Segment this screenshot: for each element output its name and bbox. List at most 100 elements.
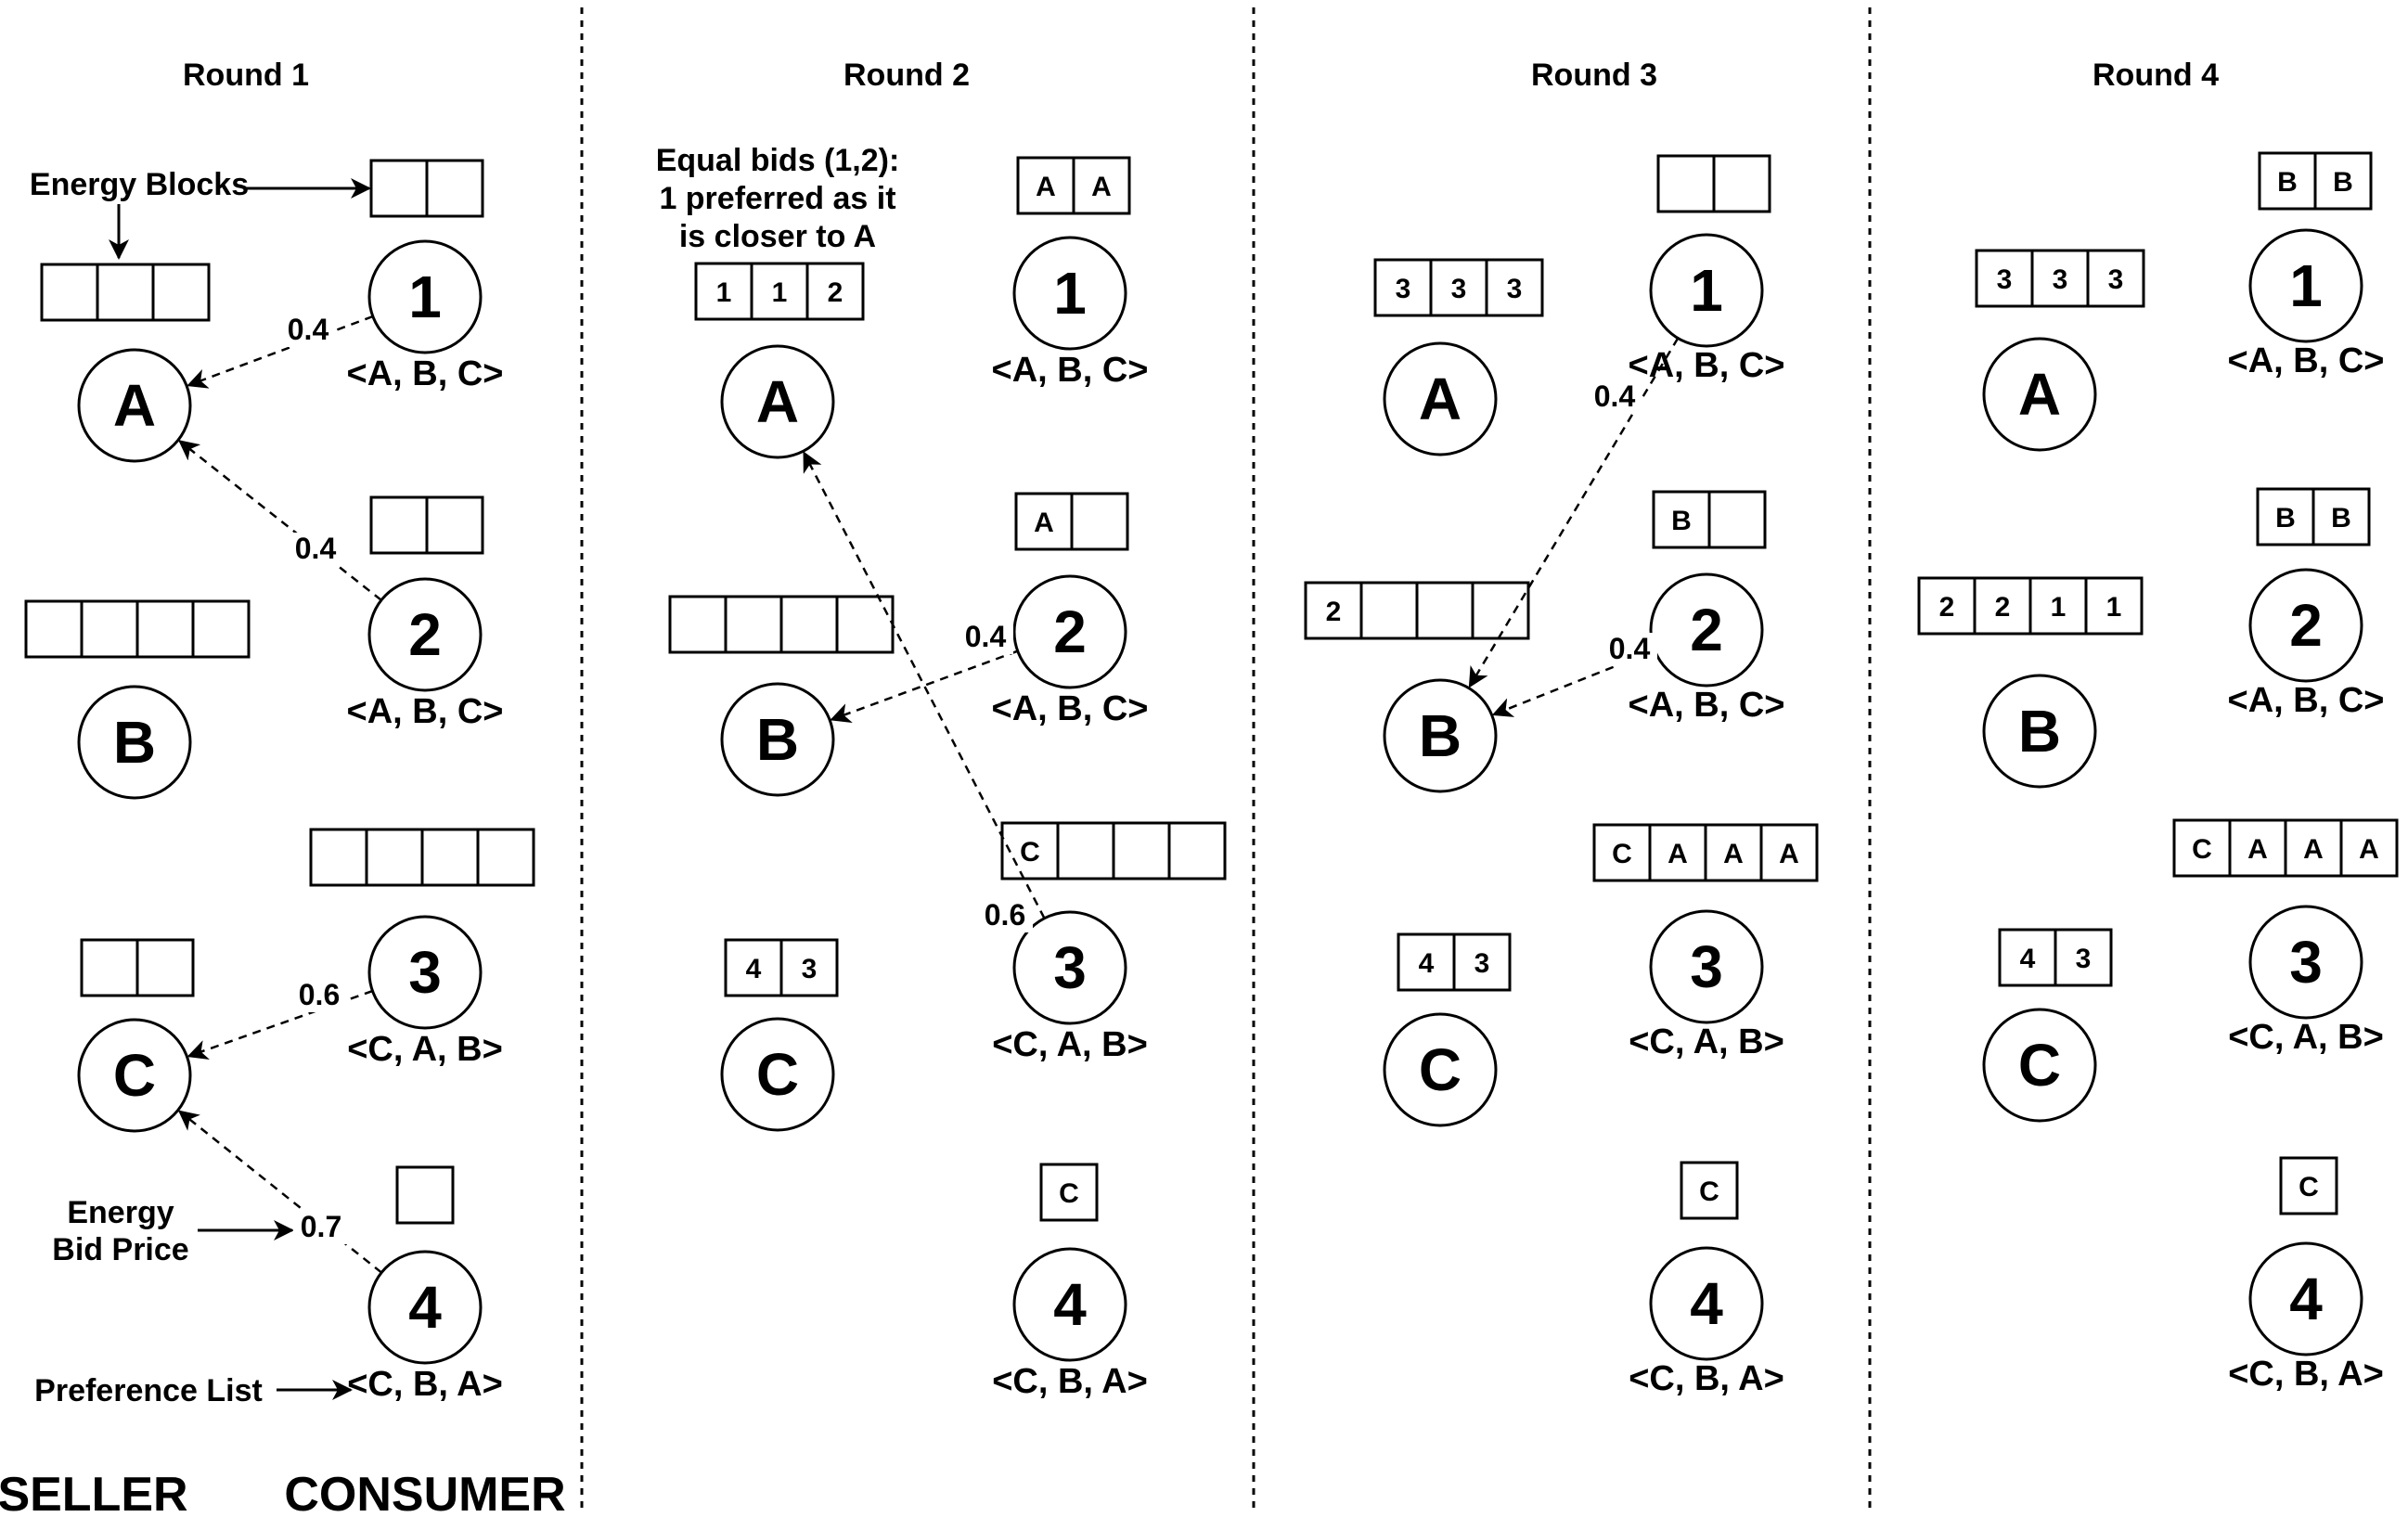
energy-block-label: A — [1779, 839, 1799, 869]
seller-node-b: B — [1982, 674, 2097, 789]
bid-price-bg — [1602, 633, 1657, 666]
consumer-node-2-label: 2 — [2289, 592, 2323, 659]
consumer-blocks-3: C — [1000, 821, 1227, 881]
energy-block-label: A — [1668, 839, 1688, 869]
seller-node-a: A — [720, 344, 835, 459]
energy-block — [1016, 156, 1075, 215]
preference-list-3: <C, A, B> — [1629, 1022, 1784, 1061]
energy-block-label: 4 — [1419, 948, 1435, 979]
consumer-node-1-label: 1 — [1690, 257, 1723, 324]
energy-block — [1680, 1161, 1739, 1220]
seller-node-a-circle — [77, 348, 192, 463]
consumer-node-4-label: 4 — [2289, 1266, 2323, 1332]
consumer-node-1: 1 — [367, 239, 483, 354]
energy-block — [425, 495, 484, 555]
energy-block — [1485, 258, 1544, 317]
consumer-node-3-label: 3 — [408, 939, 442, 1006]
energy-block — [805, 262, 865, 321]
energy-block-label: C — [1059, 1178, 1079, 1209]
bid-arrow — [178, 440, 382, 601]
consumer-node-1-circle — [1649, 233, 1764, 348]
consumer-blocks-2 — [369, 495, 484, 555]
consumer-node-2-circle — [2248, 568, 2363, 683]
consumer-node-4-circle — [2248, 1241, 2363, 1356]
energy-block — [2030, 249, 2090, 308]
energy-block — [1070, 492, 1129, 551]
round-title: Round 3 — [1531, 58, 1657, 93]
energy-block — [2339, 818, 2399, 878]
energy-block-label: 3 — [802, 954, 818, 984]
annotation-preference-list: Preference List — [34, 1373, 353, 1408]
energy-block — [1656, 154, 1716, 213]
energy-block-label: 3 — [1474, 948, 1490, 979]
consumer-node-3-circle — [367, 915, 483, 1030]
bid-arrow — [830, 649, 1019, 723]
energy-block — [1415, 581, 1474, 640]
energy-block-label: B — [2331, 503, 2351, 534]
energy-block-label: A — [1723, 839, 1744, 869]
seller-node-c-label: C — [113, 1042, 156, 1109]
preference-list-4: <C, B, A> — [347, 1365, 503, 1404]
seller-node-a-circle — [1982, 337, 2097, 452]
preference-list-1: <A, B, C> — [347, 354, 504, 393]
consumer-node-1-label: 1 — [1053, 260, 1087, 327]
energy-block-label: C — [1612, 839, 1632, 869]
bid-price: 0.4 — [295, 532, 337, 565]
energy-block-label: A — [2247, 834, 2268, 865]
bid-arrow — [1468, 337, 1680, 688]
bid-price: 0.4 — [1594, 379, 1636, 413]
energy-block-label: C — [2192, 834, 2212, 865]
preference-list-1: <A, B, C> — [992, 351, 1149, 390]
energy-block — [135, 599, 195, 659]
bid-price: 0.4 — [1609, 632, 1651, 665]
seller-node-b-circle — [1982, 674, 2097, 789]
energy-block-label: 3 — [1451, 274, 1467, 304]
energy-block — [1072, 156, 1131, 215]
seller-node-c: C — [1982, 1008, 2097, 1123]
round-2-note-line-3: is closer to A — [679, 219, 876, 254]
consumer-node-3-circle — [1012, 910, 1127, 1025]
seller-node-b: B — [77, 685, 192, 800]
energy-block — [2086, 249, 2145, 308]
consumer-node-1: 1 — [2248, 228, 2363, 343]
seller-node-c-circle — [720, 1017, 835, 1132]
energy-block — [1167, 821, 1227, 881]
energy-block — [420, 828, 480, 887]
consumer-node-3: 3 — [1649, 909, 1764, 1024]
energy-block — [2028, 576, 2088, 636]
round-2-note: Equal bids (1,2): 1 preferred as it is c… — [656, 143, 900, 254]
energy-block — [668, 595, 728, 654]
consumer-node-4-label: 4 — [1690, 1270, 1723, 1337]
seller-node-a-label: A — [113, 372, 156, 439]
energy-block — [135, 938, 195, 997]
energy-block-label: A — [2303, 834, 2324, 865]
consumer-node-2-label: 2 — [408, 601, 442, 668]
energy-block-label: 3 — [2076, 944, 2092, 974]
consumer-node-2: 2 — [1012, 574, 1127, 689]
energy-block-label: C — [1699, 1176, 1719, 1207]
consumer-node-4-circle — [1012, 1247, 1127, 1362]
consumer-node-3-label: 3 — [1690, 933, 1723, 1000]
energy-block — [476, 828, 535, 887]
consumer-node-4: 4 — [1012, 1247, 1127, 1362]
energy-block — [1359, 581, 1419, 640]
seller-node-c: C — [1383, 1012, 1498, 1127]
consumer-node-4-label: 4 — [1053, 1271, 1087, 1338]
energy-block-label: A — [1036, 172, 1056, 202]
round-title: Round 1 — [183, 58, 309, 93]
energy-block — [2311, 487, 2371, 546]
energy-block-label: 2 — [828, 277, 843, 308]
preference-list-3: <C, A, B> — [992, 1025, 1148, 1064]
consumer-node-2-circle — [367, 577, 483, 692]
energy-block — [24, 599, 84, 659]
bid-arrow — [177, 1110, 382, 1274]
consumer-node-1-circle — [367, 239, 483, 354]
annotation-energy-bid-price-line-2: Bid Price — [52, 1232, 188, 1267]
round-2-note-line-2: 1 preferred as it — [659, 181, 895, 216]
